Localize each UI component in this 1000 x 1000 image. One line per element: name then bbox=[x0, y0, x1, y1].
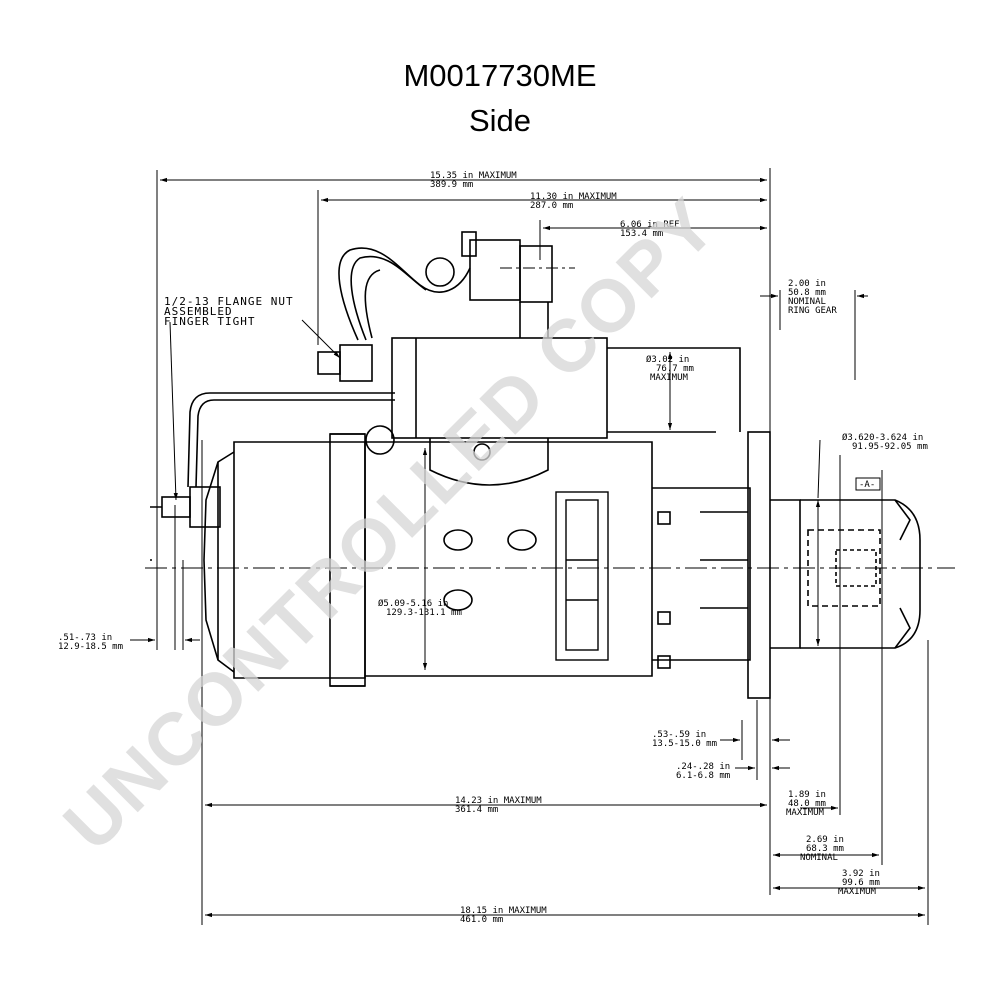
drawing-title: M0017730ME bbox=[403, 58, 597, 93]
datum-label: -A- bbox=[859, 480, 875, 490]
dimension-lines bbox=[130, 168, 929, 925]
nameplate bbox=[555, 491, 609, 661]
view-subtitle: Side bbox=[468, 103, 532, 138]
uncontrolled-copy-watermark: UNCONTROLLED COPY bbox=[48, 182, 732, 866]
datum-box bbox=[855, 477, 881, 491]
